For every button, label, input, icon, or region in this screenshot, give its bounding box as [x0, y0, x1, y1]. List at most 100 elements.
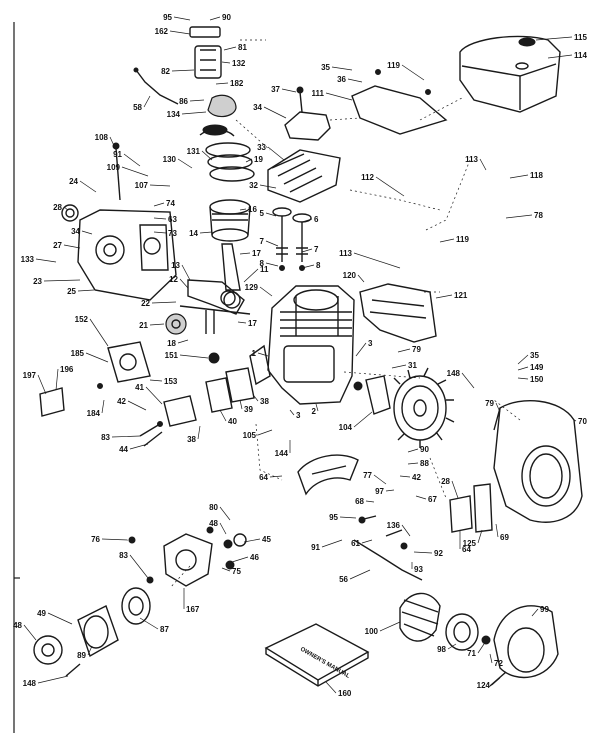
callout-76: 76: [91, 535, 100, 544]
callout-148: 148: [447, 369, 461, 378]
leader-125: [477, 529, 483, 544]
callout-42a: 42: [117, 397, 126, 406]
callout-40: 40: [228, 417, 237, 426]
crankshaft: [179, 279, 251, 315]
owners-manual-title: OWNER'S MANUAL: [299, 647, 351, 680]
callout-105: 105: [243, 431, 257, 440]
leader-42b: [399, 475, 411, 478]
leader-32: [259, 184, 277, 189]
flywheel: [393, 367, 455, 448]
leader-134: [181, 111, 207, 115]
leader-11: [243, 268, 259, 283]
leader-48: [219, 522, 227, 535]
callout-48: 48: [209, 519, 218, 528]
leader-71: [477, 643, 485, 654]
leader-148b: [37, 675, 69, 684]
leader-37: [281, 88, 297, 93]
leader-48b: [23, 624, 37, 641]
leader-120: [357, 274, 365, 283]
engine-block: [249, 285, 355, 405]
callout-162: 162: [155, 27, 169, 36]
leader-113b: [353, 252, 401, 269]
leader-44: [129, 443, 149, 450]
callout-21: 21: [139, 321, 148, 330]
leader-68: [365, 500, 375, 503]
leader-36: [347, 78, 363, 83]
callout-17a: 17: [252, 249, 261, 258]
callout-132: 132: [232, 59, 246, 68]
leader-42a: [127, 400, 147, 411]
callout-196: 196: [60, 365, 74, 374]
rewind-starter: [399, 592, 559, 687]
callout-136: 136: [387, 521, 401, 530]
callout-13: 13: [171, 261, 180, 270]
leader-7a: [265, 240, 279, 247]
leader-95b: [339, 516, 357, 519]
callout-28b: 28: [441, 477, 450, 486]
leader-38a: [197, 425, 201, 440]
callout-150: 150: [530, 375, 544, 384]
cam-gear: [165, 313, 187, 335]
leader-107: [149, 184, 171, 187]
callout-79b: 79: [485, 399, 494, 408]
leader-45: [243, 538, 261, 543]
callout-134: 134: [167, 110, 181, 119]
callout-32: 32: [249, 181, 258, 190]
leader-1: [257, 352, 269, 357]
callout-3b: 3: [296, 411, 301, 420]
callout-7a: 7: [260, 237, 265, 246]
leader-196: [55, 368, 59, 391]
leader-25: [77, 289, 95, 292]
leader-130: [177, 158, 193, 169]
callout-182: 182: [230, 79, 244, 88]
leader-28: [63, 206, 69, 211]
callout-24: 24: [69, 177, 78, 186]
callout-27: 27: [53, 241, 62, 250]
callout-44: 44: [119, 445, 128, 454]
leader-24: [79, 180, 97, 193]
callout-87: 87: [160, 625, 169, 634]
muffler-deflector: [297, 454, 359, 496]
leader-86: [189, 99, 205, 102]
leader-74: [153, 202, 165, 207]
callout-36: 36: [337, 75, 346, 84]
callout-12: 12: [169, 275, 178, 284]
leader-77: [373, 474, 387, 485]
callout-70: 70: [578, 417, 587, 426]
leader-88: [407, 462, 419, 465]
air-cleaner-bracket: [284, 86, 331, 141]
callout-74: 74: [166, 199, 175, 208]
callout-72: 72: [494, 659, 503, 668]
callout-38a: 38: [187, 435, 196, 444]
callout-90a: 90: [222, 13, 231, 22]
callout-16: 16: [248, 205, 257, 214]
callout-95: 95: [163, 13, 172, 22]
callout-107: 107: [135, 181, 149, 190]
leader-112: [375, 176, 405, 197]
callout-92: 92: [434, 549, 443, 558]
fuel-tank: [459, 35, 561, 113]
callout-33: 33: [257, 143, 266, 152]
leader-184: [101, 399, 105, 414]
leader-90a: [209, 16, 221, 21]
callout-120: 120: [343, 271, 357, 280]
callout-42b: 42: [412, 473, 421, 482]
callout-18: 18: [167, 339, 176, 348]
callout-45: 45: [262, 535, 271, 544]
callout-2: 2: [312, 407, 317, 416]
ignition-coil: [353, 375, 391, 415]
leader-162: [169, 30, 191, 35]
leader-17a: [239, 252, 251, 255]
callout-118: 118: [530, 171, 543, 180]
leader-87: [139, 617, 159, 630]
callout-133: 133: [21, 255, 35, 264]
leader-153: [149, 379, 163, 382]
leader-114: [547, 54, 573, 59]
callout-58: 58: [133, 103, 142, 112]
callout-129: 129: [245, 283, 259, 292]
callout-99: 99: [540, 605, 549, 614]
callout-46: 46: [250, 553, 259, 562]
leader-70: [573, 419, 577, 422]
